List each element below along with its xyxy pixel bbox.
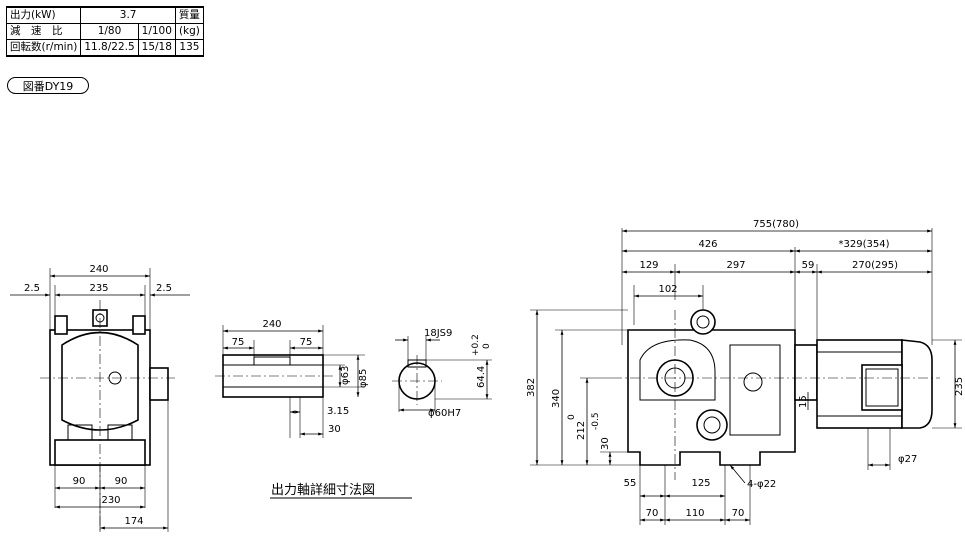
side-dim-426: 426 [698,239,717,250]
front-motor-stub [149,367,169,401]
side-dim-55: 55 [624,478,637,489]
ratio-2: 1/100 [137,23,176,40]
front-lug-right [132,315,146,335]
side-dim-235: 235 [954,377,965,396]
shaft-tol-lower: 0 [482,343,492,349]
side-dim-212: 212 [576,421,587,440]
side-dim-212-tol-upper: 0 [567,414,577,420]
side-dim-125: 125 [691,478,710,489]
spec-table: 出力(kW) 3.7 質量 減 速 比 1/80 1/100 (kg) 回転数(… [5,6,204,57]
side-dim-297: 297 [726,260,745,271]
front-dim-240: 240 [89,264,108,275]
mass-value: 135 [174,39,204,57]
front-dim-2-5-left: 2.5 [24,283,40,294]
side-gear-cover [639,339,716,401]
speed-2: 15/18 [137,39,176,57]
side-terminal-box [861,364,903,411]
side-dim-129: 129 [639,260,658,271]
shaft-key-18js9: 18JS9 [424,328,452,339]
ratio-1: 1/80 [80,23,139,40]
side-dim-59: 59 [802,260,815,271]
shaft-dim-240: 240 [262,319,281,330]
shaft-dim-75b: 75 [300,337,313,348]
front-dim-235: 235 [89,283,108,294]
side-dim-340: 340 [551,389,562,408]
side-dim-382: 382 [526,378,537,397]
front-dim-230: 230 [101,495,120,506]
shaft-dim-phi60h7: φ60H7 [428,408,461,419]
side-housing [627,329,796,466]
side-input-boss [696,409,728,441]
side-dim-70a: 70 [646,508,659,519]
side-dim-270: 270(295) [852,260,898,271]
side-dim-30: 30 [600,437,611,450]
shaft-dim-75a: 75 [232,337,245,348]
front-view: 240 235 2.5 2.5 90 90 230 174 [10,264,190,532]
front-dim-2-5-right: 2.5 [156,283,172,294]
shaft-dim-phi85: φ85 [358,369,369,388]
shaft-dim-64-4: 64.4 [476,366,487,388]
side-eyebolt [690,309,716,335]
ratio-label: 減 速 比 [5,23,82,40]
front-dim-90a: 90 [73,476,86,487]
side-holes-4-phi22: 4-φ22 [747,479,776,490]
side-dim-phi27: φ27 [898,454,917,465]
side-dim-15: 15 [798,395,809,408]
mass-unit: (kg) [174,23,204,40]
front-dim-90b: 90 [115,476,128,487]
side-dim-70b: 70 [732,508,745,519]
side-adapter-flange [794,344,818,401]
shaft-end-view: 18JS9 64.4 +0.2 0 φ60H7 [392,328,492,419]
side-motor-fan-cover [901,339,933,429]
speed-label: 回転数(r/min) [5,39,82,57]
shaft-section-view: 240 75 75 φ63 φ85 3.15 30 [215,319,369,438]
drawing-number-badge: 図番DY19 [7,77,89,94]
side-dim-motor-329: *329(354) [839,239,890,250]
shaft-detail-caption: 出力軸詳細寸法図 [271,482,375,498]
side-view: 755(780) 426 *329(354) 129 297 59 270(29… [526,219,965,525]
side-dim-102: 102 [658,284,677,295]
side-dim-110: 110 [685,508,704,519]
front-dim-174: 174 [124,516,143,527]
side-dim-total: 755(780) [753,219,799,230]
shaft-dim-phi63: φ63 [340,366,351,385]
shaft-dim-3-15: 3.15 [327,406,349,417]
shaft-tol-upper: +0.2 [471,334,481,356]
shaft-dim-30: 30 [328,424,341,435]
front-lug-left [54,315,68,335]
side-dim-212-tol-lower: -0.5 [591,412,601,430]
